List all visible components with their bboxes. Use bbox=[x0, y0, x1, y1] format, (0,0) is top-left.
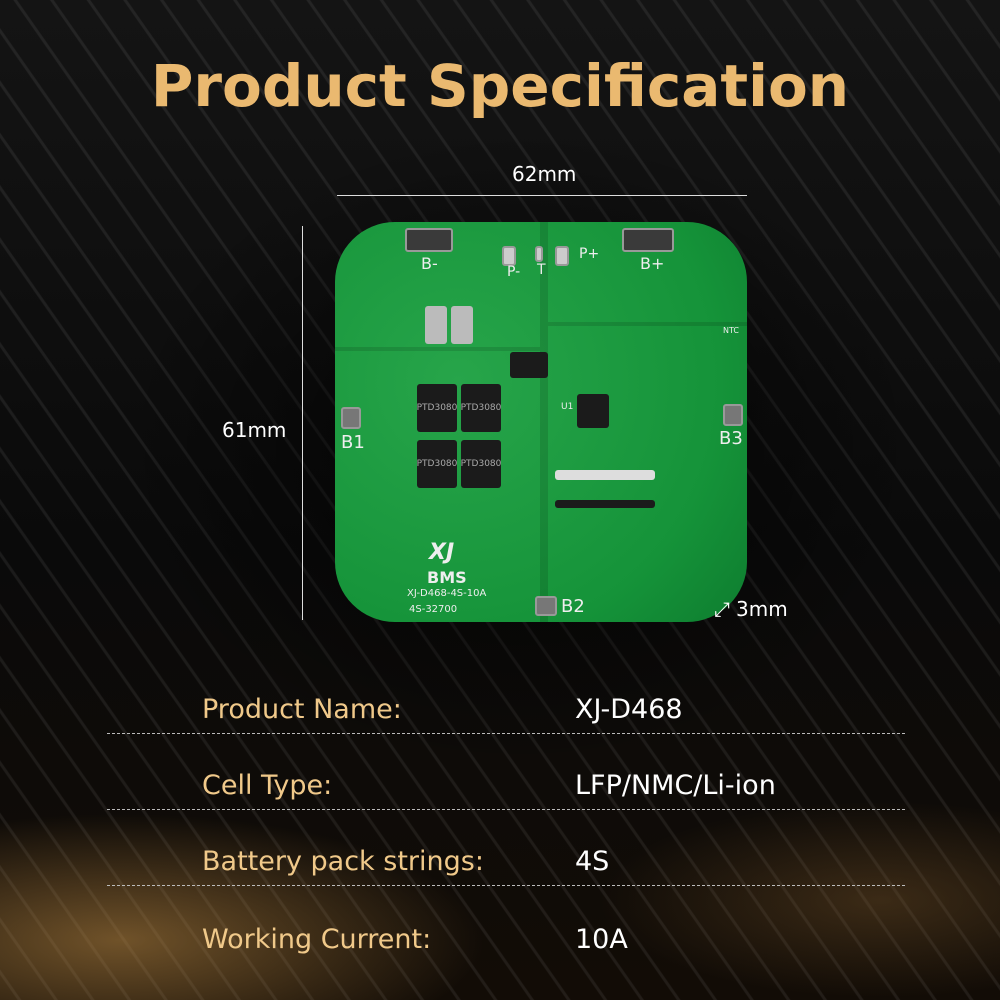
spec-value: 10A bbox=[575, 924, 628, 955]
pcb-board-image: B- B+ P- T P+ B1 B2 B3 PTD3080 PTD3080 P… bbox=[335, 222, 747, 622]
spec-value: XJ-D468 bbox=[575, 694, 683, 725]
pad-p-plus: P+ bbox=[579, 246, 600, 262]
pad-p-minus: P- bbox=[507, 264, 521, 280]
model-silkscreen: XJ-D468-4S-10A bbox=[407, 588, 487, 599]
spec-value: 4S bbox=[575, 846, 610, 877]
pad-b3: B3 bbox=[719, 428, 743, 449]
spec-label: Product Name: bbox=[202, 694, 402, 725]
cell-silkscreen: 4S-32700 bbox=[409, 604, 458, 615]
mosfet: PTD3080 bbox=[417, 440, 457, 488]
spec-row-cell-type: Cell Type: LFP/NMC/Li-ion bbox=[107, 760, 905, 810]
ic-label: U1 bbox=[561, 402, 574, 412]
spec-label: Battery pack strings: bbox=[202, 846, 484, 877]
thickness-label: 3mm bbox=[736, 597, 788, 621]
thickness-arrow-icon: ⤢ bbox=[714, 597, 730, 621]
spec-label: Cell Type: bbox=[202, 770, 333, 801]
logo-text: XJ bbox=[429, 540, 455, 565]
mosfet: PTD3080 bbox=[417, 384, 457, 432]
page-title: Product Specification bbox=[150, 52, 850, 120]
spec-row-strings: Battery pack strings: 4S bbox=[107, 836, 905, 886]
spec-row-working-current: Working Current: 10A bbox=[107, 913, 905, 963]
spec-row-product-name: Product Name: XJ-D468 bbox=[107, 684, 905, 734]
pad-b2: B2 bbox=[561, 596, 585, 617]
logo-bms: BMS bbox=[427, 568, 467, 587]
pad-b-plus: B+ bbox=[640, 254, 665, 273]
height-dimension-line bbox=[302, 226, 303, 620]
width-label: 62mm bbox=[512, 162, 577, 186]
width-dimension-line bbox=[337, 195, 747, 196]
ntc-label: NTC bbox=[723, 326, 739, 335]
mosfet: PTD3080 bbox=[461, 440, 501, 488]
spec-value: LFP/NMC/Li-ion bbox=[575, 770, 776, 801]
spec-label: Working Current: bbox=[202, 924, 432, 955]
pad-b-minus: B- bbox=[421, 254, 438, 273]
height-label: 61mm bbox=[222, 418, 287, 442]
pad-b1: B1 bbox=[341, 432, 365, 453]
pad-t: T bbox=[537, 262, 546, 278]
mosfet: PTD3080 bbox=[461, 384, 501, 432]
